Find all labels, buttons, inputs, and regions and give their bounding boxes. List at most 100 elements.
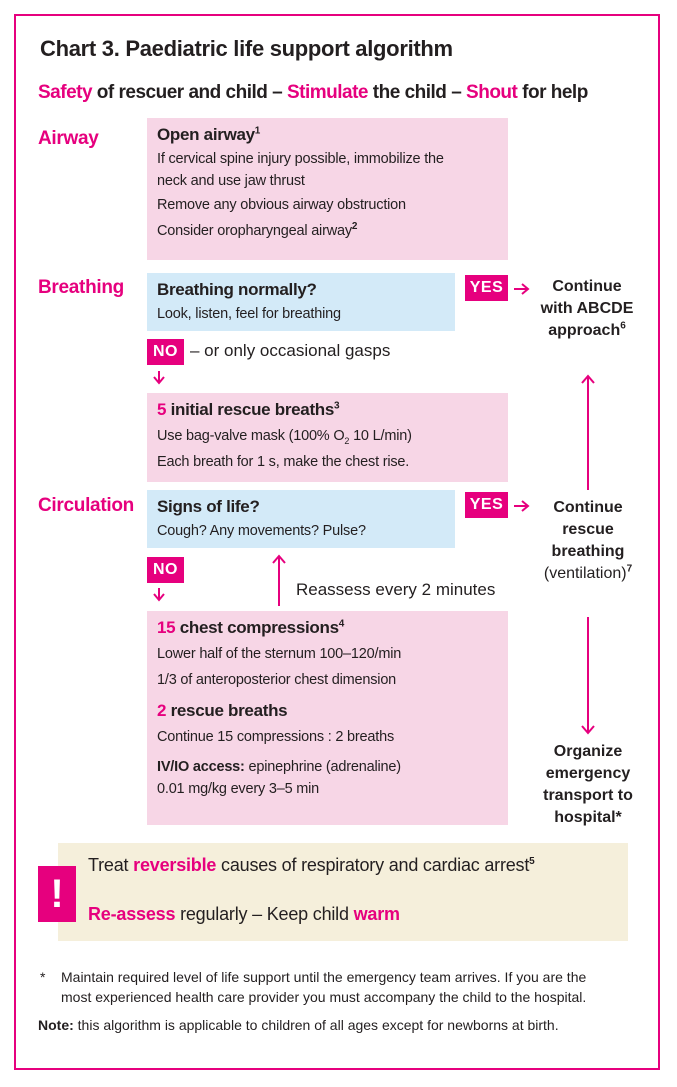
rescue-num: 5: [157, 400, 167, 419]
airway-line-2: neck and use jaw thrust: [157, 173, 305, 189]
continue-abcde: Continue with ABCDE approach6: [532, 276, 642, 342]
stimulate-word: Stimulate: [286, 82, 369, 103]
continue-abcde-3-sup: 6: [620, 320, 626, 332]
continue-abcde-1: Continue: [552, 278, 622, 295]
continue-rescue-1: Continue: [553, 499, 623, 516]
airway-heading-text: Open airway: [157, 125, 255, 144]
continue-rescue-4: (ventilation)7: [523, 563, 653, 585]
continue-abcde-3-text: approach: [548, 322, 621, 339]
reassess-arrow: [272, 554, 286, 606]
rescue-line-2: Each breath for 1 s, make the chest rise…: [157, 454, 410, 470]
iv-bold: IV/IO access:: [157, 759, 245, 775]
circulation-box: Signs of life? Cough? Any movements? Pul…: [147, 490, 455, 548]
compressions-line-2: 1/3 of anteroposterior chest dimension: [157, 672, 397, 688]
continue-rescue: Continue rescue breathing (ventilation)7: [523, 497, 653, 585]
safety-text-3: for help: [517, 82, 588, 103]
chart-frame: [14, 14, 660, 1070]
treat-warm: warm: [353, 904, 400, 924]
circulation-heading: Signs of life?: [157, 497, 260, 516]
dose-line: 0.01 mg/kg every 3–5 min: [157, 781, 320, 797]
rescue-breaths-num: 2: [157, 701, 167, 720]
safety-text-2: the child –: [368, 82, 467, 103]
footnote-star: *: [40, 969, 46, 985]
breathing-heading: Breathing normally?: [157, 280, 317, 299]
section-airway: Airway: [38, 128, 99, 149]
breathing-yes-tag: YES: [465, 275, 508, 301]
circulation-no-tag: NO: [147, 557, 184, 583]
rescue-to-abcde-arrow: [581, 374, 595, 490]
breathing-no-tag: NO: [147, 339, 184, 365]
airway-heading-sup: 1: [254, 125, 261, 137]
compressions-box: 15 chest compressions4 Lower half of the…: [147, 611, 508, 825]
continue-rescue-4-sup: 7: [626, 563, 633, 575]
airway-line-4-text: Consider oropharyngeal airway: [157, 223, 352, 239]
compressions-heading-text: chest compressions: [175, 618, 339, 637]
continue-abcde-2: with ABCDE: [540, 300, 634, 317]
note-bold: Note:: [38, 1017, 74, 1033]
rescue-to-transport-arrow: [581, 617, 595, 735]
compressions-sup: 4: [338, 618, 345, 630]
continue-rescue-4-text: (ventilation): [543, 565, 627, 582]
circulation-line: Cough? Any movements? Pulse?: [157, 523, 366, 539]
chart-title: Chart 3. Paediatric life support algorit…: [40, 36, 453, 61]
breathing-no-arrow: [153, 371, 165, 385]
continue-abcde-3: approach6: [532, 320, 642, 342]
continue-rescue-2: rescue: [562, 521, 614, 538]
alert-icon: !: [38, 866, 76, 922]
treat-line: Treat reversible causes of respiratory a…: [88, 855, 535, 876]
breathing-no-text: – or only occasional gasps: [190, 341, 391, 360]
airway-heading: Open airway1: [157, 124, 498, 146]
airway-line-4: Consider oropharyngeal airway2: [157, 218, 498, 244]
airway-line-1: If cervical spine injury possible, immob…: [157, 151, 444, 167]
footnote-text-1: Maintain required level of life support …: [61, 969, 587, 985]
note-line: Note: this algorithm is applicable to ch…: [38, 1015, 559, 1035]
treat-reversible: reversible: [133, 855, 217, 875]
organize-transport-2: emergency: [545, 765, 631, 782]
organize-transport: Organize emergency transport to hospital…: [523, 741, 653, 829]
continue-rescue-3: breathing: [551, 543, 625, 560]
airway-line-4-sup: 2: [351, 221, 358, 233]
airway-line-3: Remove any obvious airway obstruction: [157, 197, 406, 213]
note-text: this algorithm is applicable to children…: [73, 1017, 559, 1033]
circulation-no-arrow: [153, 588, 165, 602]
reassess-warm-line: Re-assess regularly – Keep child warm: [88, 904, 400, 925]
iv-text: epinephrine (adrenaline): [244, 759, 402, 775]
rescue-heading-text: initial rescue breaths: [166, 400, 335, 419]
treat-sup: 5: [529, 856, 535, 867]
rescue-breaths-heading-text: rescue breaths: [166, 701, 288, 720]
circulation-yes-tag: YES: [465, 492, 508, 518]
rescue-sup: 3: [334, 400, 340, 412]
breathing-box: Breathing normally? Look, listen, feel f…: [147, 273, 455, 331]
compressions-heading: 15 chest compressions4: [157, 617, 498, 639]
rescue-line-1a: Use bag-valve mask (100% O: [157, 428, 345, 444]
breathing-line: Look, listen, feel for breathing: [157, 306, 341, 322]
shout-word: Shout: [466, 82, 518, 103]
compressions-num: 15: [157, 618, 176, 637]
circulation-yes-arrow: [514, 500, 530, 512]
section-circulation: Circulation: [38, 495, 134, 516]
rescue-breaths-heading: 2 rescue breaths: [157, 700, 498, 722]
compressions-line-1: Lower half of the sternum 100–120/min: [157, 646, 402, 662]
compressions-line-3: Continue 15 compressions : 2 breaths: [157, 729, 395, 745]
rescue-line-1: Use bag-valve mask (100% O2 10 L/min): [157, 423, 498, 449]
organize-transport-3: transport to: [543, 787, 633, 804]
treat-a1: Treat: [88, 855, 134, 875]
rescue-line-1-sub: 2: [344, 435, 350, 446]
safety-text-1: of rescuer and child –: [92, 82, 287, 103]
section-breathing: Breathing: [38, 277, 124, 298]
rescue-heading: 5 initial rescue breaths3: [157, 399, 498, 421]
rescue-box: 5 initial rescue breaths3 Use bag-valve …: [147, 393, 508, 482]
treat-box: [58, 843, 628, 941]
footnote-text: Maintain required level of life support …: [61, 967, 651, 1007]
organize-transport-4: hospital*: [554, 809, 622, 826]
footnote-text-2: most experienced health care provider yo…: [61, 989, 587, 1005]
treat-reassess: Re-assess: [88, 904, 176, 924]
airway-box: Open airway1 If cervical spine injury po…: [147, 118, 508, 260]
safety-line: Safety of rescuer and child – Stimulate …: [38, 82, 588, 104]
rescue-line-1b: 10 L/min): [349, 428, 412, 444]
organize-transport-1: Organize: [553, 743, 623, 760]
treat-a3: causes of respiratory and cardiac arrest: [216, 855, 530, 875]
breathing-yes-arrow: [514, 283, 530, 295]
iv-line: IV/IO access: epinephrine (adrenaline): [157, 756, 498, 778]
